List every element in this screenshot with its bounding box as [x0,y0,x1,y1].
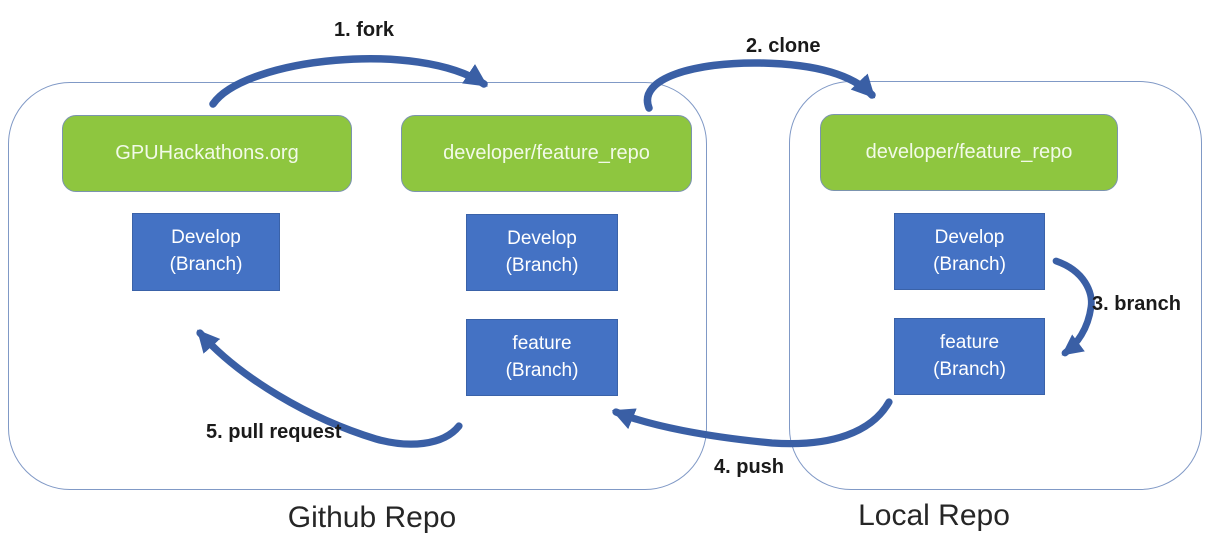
branch-suffix: (Branch) [505,254,579,276]
node-fork-develop-branch: Develop (Branch) [466,214,618,291]
node-gpuhackathons-label: GPUHackathons.org [115,142,299,164]
node-fork-feature-branch: feature (Branch) [466,319,618,396]
node-local-cloned-repo-label: developer/feature_repo [865,141,1073,163]
node-local-feature-branch: feature (Branch) [894,318,1045,395]
branch-name: feature [512,332,572,354]
node-gpuhackathons-org: GPUHackathons.org [62,115,352,192]
node-local-cloned-repo: developer/feature_repo [820,114,1118,191]
branch-suffix: (Branch) [933,358,1006,380]
branch-name: feature [939,331,1000,353]
step-label-fork: 1. fork [334,19,395,41]
step-label-push: 4. push [714,456,785,478]
step-label-clone: 2. clone [746,35,821,57]
node-github-develop-branch: Develop (Branch) [132,213,280,291]
branch-name: Develop [171,227,241,249]
step-label-pull-request: 5. pull request [206,421,342,443]
branch-name: Develop [507,227,577,249]
branch-suffix: (Branch) [169,254,243,275]
node-github-forked-repo-label: developer/feature_repo [443,142,650,164]
node-github-forked-repo: developer/feature_repo [401,115,692,192]
node-local-develop-branch: Develop (Branch) [894,213,1045,290]
branch-suffix: (Branch) [505,359,579,381]
github-repo-caption: Github Repo [287,501,457,534]
branch-suffix: (Branch) [933,253,1006,275]
branch-name: Develop [934,226,1005,248]
step-label-branch: 3. branch [1092,293,1181,315]
local-repo-caption: Local Repo [858,499,1010,532]
local-repo-container [789,81,1202,490]
